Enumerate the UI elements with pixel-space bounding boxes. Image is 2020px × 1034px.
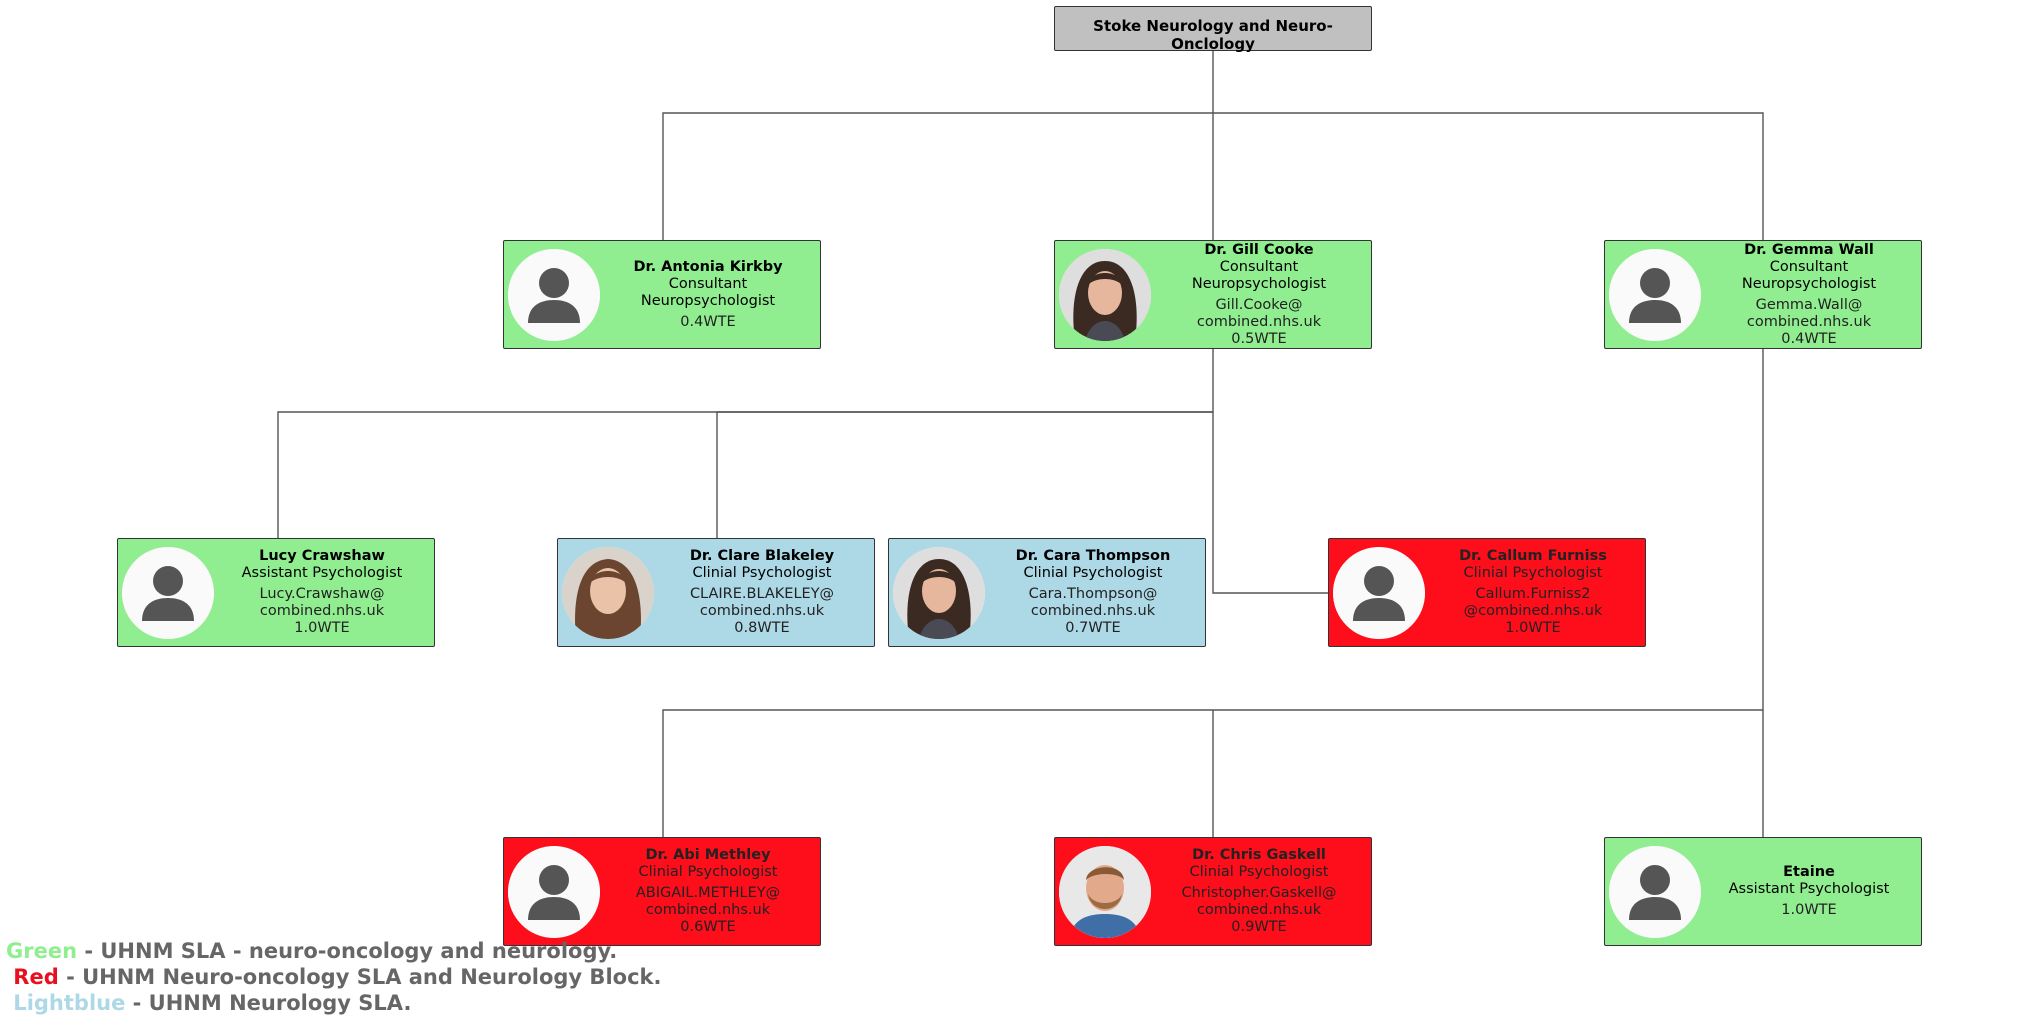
legend-text: - UHNM SLA - neuro-oncology and neurolog… bbox=[77, 939, 618, 963]
person-role: Consultant Neuropsychologist bbox=[1191, 258, 1327, 292]
person-name: Dr. Callum Furniss bbox=[1459, 548, 1607, 564]
person-role: Clinial Psychologist bbox=[692, 565, 832, 581]
legend-text: - UHNM Neuro-oncology SLA and Neurology … bbox=[58, 965, 662, 989]
person-wte: 0.9WTE bbox=[1231, 919, 1287, 935]
person-name: Dr. Gemma Wall bbox=[1744, 241, 1874, 258]
person-wte: 0.7WTE bbox=[1065, 620, 1121, 636]
person-wte: 0.5WTE bbox=[1231, 330, 1287, 347]
person-role: Clinial Psychologist bbox=[638, 864, 778, 880]
person-name: Etaine bbox=[1783, 864, 1835, 880]
connector-cooke-furniss bbox=[1212, 412, 1328, 594]
person-email-line-1: ABIGAIL.METHLEY@ bbox=[635, 885, 781, 901]
person-email-line-2: combined.nhs.uk bbox=[645, 902, 771, 918]
person-name: Dr. Clare Blakeley bbox=[689, 548, 835, 564]
avatar-placeholder-icon bbox=[1609, 249, 1701, 341]
legend-key: Red bbox=[6, 965, 59, 989]
person-email-line-1: Lucy.Crawshaw@ bbox=[259, 586, 385, 602]
person-email-line-1: Callum.Furniss2 bbox=[1475, 586, 1591, 602]
person-role: Assistant Psychologist bbox=[1728, 881, 1890, 897]
root-title: Stoke Neurology and Neuro-Onclology bbox=[1093, 17, 1333, 53]
avatar-photo bbox=[1059, 249, 1151, 341]
avatar-placeholder-icon bbox=[1609, 846, 1701, 938]
person-email-line-1: Gill.Cooke@ bbox=[1215, 296, 1303, 313]
connector-cooke-crawshaw bbox=[277, 349, 1214, 538]
person-email-line-2: combined.nhs.uk bbox=[1030, 603, 1156, 619]
person-role: Assistant Psychologist bbox=[241, 565, 403, 581]
person-email-line-2: combined.nhs.uk bbox=[699, 603, 825, 619]
avatar-photo bbox=[562, 547, 654, 639]
person-email-line-1: CLAIRE.BLAKELEY@ bbox=[689, 586, 835, 602]
avatar-photo bbox=[1059, 846, 1151, 938]
person-wte: 0.6WTE bbox=[680, 919, 736, 935]
person-role: Consultant Neuropsychologist bbox=[1741, 258, 1877, 292]
avatar-placeholder-icon bbox=[122, 547, 214, 639]
person-role: Clinial Psychologist bbox=[1023, 565, 1163, 581]
person-email-line-2: combined.nhs.uk bbox=[259, 603, 385, 619]
person-name: Dr. Abi Methley bbox=[645, 847, 771, 863]
connector-cooke-blakeley bbox=[716, 411, 1213, 538]
person-role: Clinial Psychologist bbox=[1463, 565, 1603, 581]
person-role: Consultant Neuropsychologist bbox=[640, 275, 776, 309]
avatar-placeholder-icon bbox=[508, 846, 600, 938]
person-email-line-2: combined.nhs.uk bbox=[1746, 313, 1872, 330]
person-name: Dr. Chris Gaskell bbox=[1192, 847, 1326, 863]
legend-item-lightblue: Lightblue - UHNM Neurology SLA. bbox=[6, 991, 411, 1015]
legend-text: - UHNM Neurology SLA. bbox=[125, 991, 412, 1015]
person-name: Dr. Gill Cooke bbox=[1204, 241, 1314, 258]
avatar-placeholder-icon bbox=[1333, 547, 1425, 639]
root-node[interactable]: Stoke Neurology and Neuro-Onclology bbox=[1054, 6, 1372, 53]
person-email-line-2: combined.nhs.uk bbox=[1196, 313, 1322, 330]
person-email-line-2: combined.nhs.uk bbox=[1196, 902, 1322, 918]
person-email-line-1: Gemma.Wall@ bbox=[1755, 296, 1863, 313]
person-email-line-2: @combined.nhs.uk bbox=[1463, 603, 1603, 619]
legend-item-red: Red - UHNM Neuro-oncology SLA and Neurol… bbox=[6, 965, 661, 989]
person-name: Dr. Cara Thompson bbox=[1015, 548, 1171, 564]
connector-root-kirkby bbox=[662, 112, 1213, 240]
avatar-placeholder-icon bbox=[508, 249, 600, 341]
person-wte: 1.0WTE bbox=[294, 620, 350, 636]
avatar-photo bbox=[893, 547, 985, 639]
person-wte: 1.0WTE bbox=[1781, 902, 1837, 918]
person-email-line-1: Cara.Thompson@ bbox=[1028, 586, 1158, 602]
connector-root-wall bbox=[1213, 112, 1764, 240]
person-wte: 0.4WTE bbox=[1781, 330, 1837, 347]
person-wte: 0.4WTE bbox=[680, 313, 736, 330]
legend-key: Lightblue bbox=[6, 991, 126, 1015]
legend-key: Green bbox=[6, 939, 78, 963]
person-name: Dr. Antonia Kirkby bbox=[633, 258, 783, 275]
legend-item-green: Green - UHNM SLA - neuro-oncology and ne… bbox=[6, 939, 617, 963]
person-wte: 0.8WTE bbox=[734, 620, 790, 636]
person-name: Lucy Crawshaw bbox=[259, 548, 385, 564]
person-email-line-1: Christopher.Gaskell@ bbox=[1181, 885, 1337, 901]
person-role: Clinial Psychologist bbox=[1189, 864, 1329, 880]
person-wte: 1.0WTE bbox=[1505, 620, 1561, 636]
